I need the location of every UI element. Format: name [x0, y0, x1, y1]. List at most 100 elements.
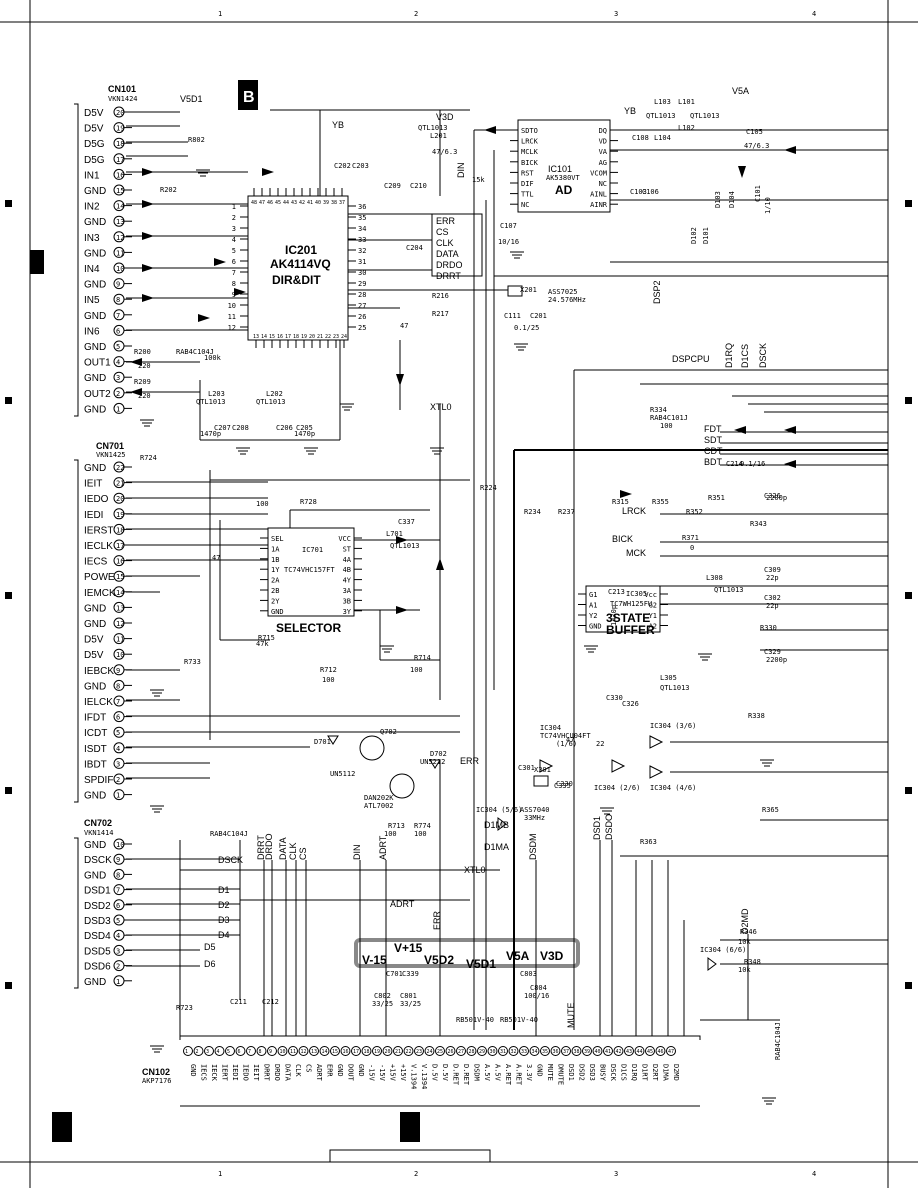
cn102-pin-name: BUSY: [599, 1064, 607, 1082]
coil-type: QTL1013: [390, 542, 420, 550]
cn101-pin-name: GND: [84, 280, 106, 291]
cap-ref: C335: [554, 782, 571, 790]
cn102-pin-number: 16: [343, 1049, 349, 1055]
cn701-pin-number: 6: [116, 714, 120, 722]
part-ref: RAB4C104J: [176, 348, 214, 356]
cn701-pin-number: 9: [116, 667, 120, 675]
part-ref: R363: [640, 838, 657, 846]
coil-type: QTL1013: [660, 684, 690, 692]
part-labels: R802 R202 RAB4C104J R200 R209 R216 R217 …: [134, 98, 787, 1060]
ic701-pin-label: 4Y: [343, 577, 352, 585]
cap-ref: C105: [746, 128, 763, 136]
ic201-pin-number: 5: [232, 247, 236, 255]
ic201-pin-number: 30: [358, 269, 366, 277]
cn102-pin-number: 7: [248, 1049, 251, 1055]
ic201-pin-clk: CLK: [436, 238, 454, 248]
cap-value: 1470p: [610, 605, 618, 626]
cn102-pin-name: DSD1: [567, 1064, 575, 1081]
cap-value: 2200p: [766, 494, 787, 502]
part-ref: R774: [414, 822, 431, 830]
cn101-pin-name: IN2: [84, 202, 100, 213]
ic304-inverters: IC304 TC74VHCU04FT (1/6) IC304 (2/6) IC3…: [476, 722, 746, 971]
cn102-pin-name: GND: [336, 1064, 344, 1077]
res-value: 100: [414, 830, 427, 838]
cap-ref: C209: [384, 182, 401, 190]
cn102-pin-name: DSDM: [473, 1064, 481, 1081]
cn701-pin-name: POWER: [84, 572, 122, 583]
cn701-pin-name: IELCK: [84, 697, 113, 708]
cn102-pin-name: D.5V: [441, 1064, 449, 1082]
cap-ref: C329: [764, 648, 781, 656]
res-value: 220: [138, 392, 151, 400]
cap-ref: C210: [410, 182, 427, 190]
net-label: DSP2: [652, 280, 662, 304]
part-ref: R202: [160, 186, 177, 194]
ic701-pin-label: 1B: [271, 556, 279, 564]
cap-ref: C701: [386, 970, 403, 978]
ic701-pin-label: 1A: [271, 545, 280, 553]
coil-type: QTL1013: [646, 112, 676, 120]
part-ref: R346: [740, 928, 757, 936]
part-ref: R234: [524, 508, 541, 516]
ic201-part: AK4114VQ: [270, 257, 331, 271]
cn102-pin-circle: [372, 1046, 382, 1056]
cn701-pin-name: IEMCK: [84, 588, 116, 599]
cn102-pin-circle: [361, 1046, 372, 1056]
cn101-pin-number: 7: [116, 312, 120, 320]
cn102-pin-circle: [550, 1046, 561, 1056]
cap-ref: C201: [530, 312, 547, 320]
ic305-pin-label: Y2: [589, 612, 597, 620]
ic701-function: SELECTOR: [276, 621, 341, 635]
cn102-pin-name: A.RET: [515, 1064, 523, 1086]
cn701-pin-number: 5: [116, 729, 120, 737]
cn101-pin-number: 11: [116, 249, 124, 257]
ic101-ad-converter: IC101 AK5380VT AD SDTOLRCKMCLKBICKRSTDIF…: [510, 119, 618, 213]
res-value: 100: [322, 676, 335, 684]
cn102-pin-name: IECK: [210, 1064, 218, 1082]
cn701-pin-number: 21: [116, 480, 124, 488]
cn102-pin-number: 33: [521, 1049, 527, 1055]
cap-value: 1/10: [764, 197, 772, 214]
cn102-pin-number: 18: [364, 1049, 370, 1055]
ic201-pin-number: 6: [232, 258, 236, 266]
cap-value: 2200p: [766, 656, 787, 664]
part-ref: RAB4C101J: [650, 414, 688, 422]
ic201-pin-number: 10: [228, 302, 236, 310]
ic201-pin-number: 32: [358, 247, 366, 255]
ic201-pin-number: 13: [253, 334, 259, 340]
cn101-pin-name: D5G: [84, 139, 105, 150]
ic701-pin-label: 2A: [271, 577, 280, 585]
part-ref: R713: [388, 822, 405, 830]
ic201-pin-number: 39: [323, 200, 329, 206]
cn701-pin-name: IFDT: [84, 713, 106, 724]
cap-ref: C801: [400, 992, 417, 1000]
coil-ref: L101: [678, 98, 695, 106]
cn701-pin-name: IEDO: [84, 494, 109, 505]
ic101-pin-label: BICK: [521, 159, 539, 167]
cn101-pin-number: 9: [116, 281, 120, 289]
ic201-pin-number: 16: [277, 334, 283, 340]
cap-ref: C804: [530, 984, 547, 992]
input-fdt: FDT: [704, 424, 722, 434]
cn101-pin-name: OUT1: [84, 358, 111, 369]
coil-type: QTL1013: [714, 586, 744, 594]
ic201-pin-number: 9: [232, 291, 236, 299]
cn701-pin-name: IECS: [84, 557, 108, 568]
input-bdt: BDT: [704, 457, 723, 467]
ic201-pin-number: 29: [358, 280, 366, 288]
ic305-function-line2: BUFFER: [606, 623, 655, 637]
cn701-pin-number: 19: [116, 511, 124, 519]
cn101-pin-name: D5G: [84, 155, 105, 166]
ic101-pin-label: MCLK: [521, 148, 539, 156]
net-label: ADRT: [390, 899, 415, 909]
net-label: DSPCPU: [672, 354, 710, 364]
cn101-pin-number: 3: [116, 374, 120, 382]
ic201-pin-number: 37: [339, 200, 345, 206]
d702-type: UN5212: [420, 758, 445, 766]
cn101-pin-number: 4: [116, 359, 120, 367]
part-ref: R355: [652, 498, 669, 506]
cn702-pin-name: GND: [84, 977, 106, 988]
cn102-pin-number: 38: [574, 1049, 580, 1055]
cn102-pin-number: 25: [437, 1049, 443, 1055]
diode-ref: D101: [702, 227, 710, 244]
